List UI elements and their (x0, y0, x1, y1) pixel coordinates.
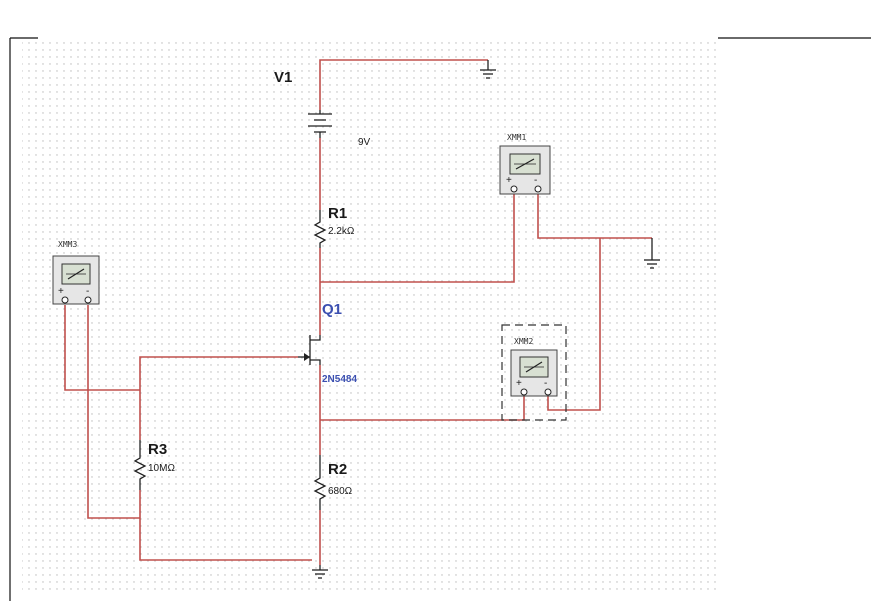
svg-text:-: - (544, 378, 547, 389)
multimeter-xmm2[interactable]: XMM2 + - (501, 324, 567, 421)
ground-icon (644, 238, 660, 269)
multimeter-xmm1[interactable]: XMM1 + - (499, 133, 551, 195)
svg-text:-: - (534, 175, 537, 186)
svg-text:+: + (516, 378, 522, 389)
q1-name: Q1 (322, 301, 342, 318)
svg-text:+: + (58, 286, 64, 297)
resistor-r1[interactable]: R1 2.2kΩ (313, 205, 355, 248)
multimeter-xmm3[interactable]: XMM3 + - (52, 240, 100, 305)
r1-value: 2.2kΩ (328, 226, 355, 237)
ground-icon (480, 60, 496, 79)
transistor-q1[interactable]: Q1 2N5484 (298, 301, 357, 385)
v1-value: 9V (358, 137, 371, 148)
q1-value: 2N5484 (322, 374, 357, 385)
wires (64, 59, 652, 565)
ground-icon (312, 565, 328, 579)
svg-text:+: + (506, 175, 512, 186)
xmm2-label: XMM2 (514, 337, 533, 346)
r1-name: R1 (328, 205, 347, 222)
battery-v1[interactable]: V1 9V (274, 69, 371, 148)
r2-value: 680Ω (328, 486, 353, 497)
xmm3-label: XMM3 (58, 240, 77, 249)
resistor-r3[interactable]: R3 10MΩ (133, 440, 175, 490)
xmm1-label: XMM1 (507, 133, 526, 142)
selection-box (501, 324, 567, 421)
r2-name: R2 (328, 461, 347, 478)
grid-area (22, 38, 718, 590)
resistor-r2[interactable]: R2 680Ω (313, 455, 353, 510)
v1-name: V1 (274, 69, 292, 86)
r3-value: 10MΩ (148, 463, 175, 474)
r3-name: R3 (148, 441, 167, 458)
svg-text:-: - (86, 286, 89, 297)
